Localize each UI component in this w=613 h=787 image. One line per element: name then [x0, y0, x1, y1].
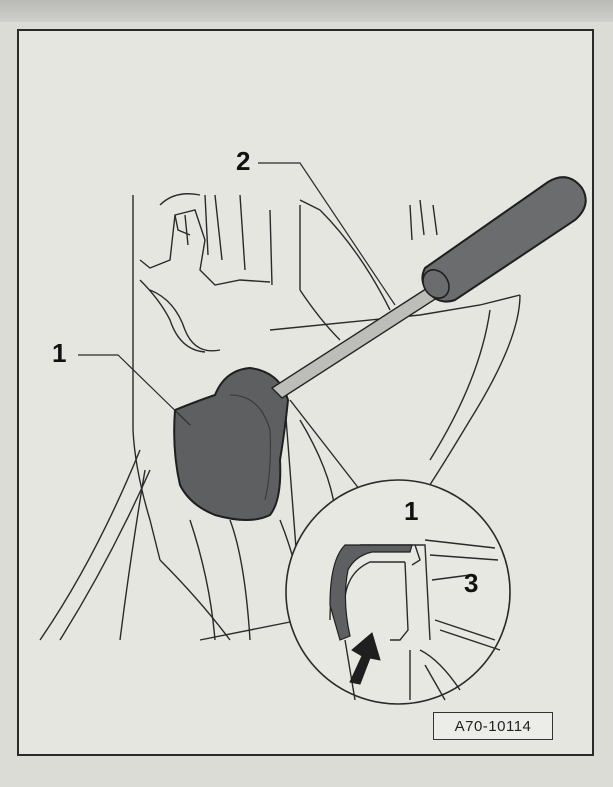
arrow-up-right-icon [349, 632, 381, 685]
screwdriver-tool [421, 176, 587, 303]
background-linework [39, 193, 521, 641]
callout-detail-3: 3 [464, 568, 479, 598]
callout-detail-1: 1 [404, 496, 419, 526]
callout-tool-2: 2 [236, 146, 251, 176]
trim-part-shape [173, 366, 290, 521]
callout-part-1: 1 [52, 338, 67, 368]
detail-inset [285, 479, 511, 705]
diagram-screen [0, 22, 613, 787]
figure-reference: A70-10114 [433, 712, 553, 740]
monitor-bezel [0, 0, 613, 22]
